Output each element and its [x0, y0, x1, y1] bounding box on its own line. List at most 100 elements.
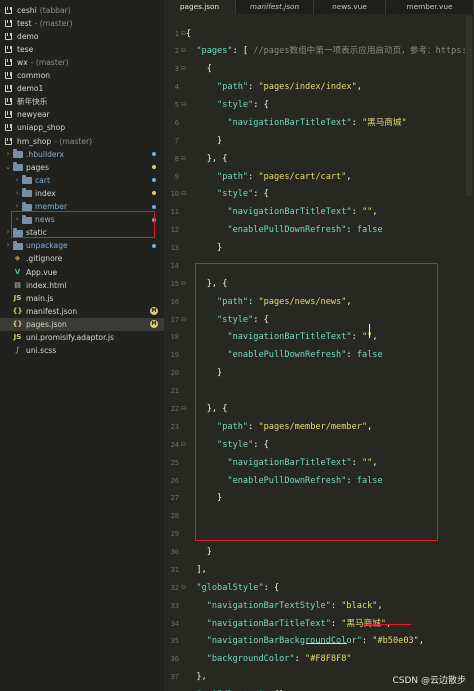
- chevron-right-icon[interactable]: ›: [6, 228, 10, 237]
- code-token: "": [361, 207, 373, 218]
- code-line[interactable]: }: [186, 239, 222, 257]
- tree-item-common[interactable]: common: [0, 69, 164, 82]
- line-number: 15: [170, 279, 179, 288]
- fold-toggle-icon[interactable]: ⊟: [181, 29, 187, 37]
- tree-item-ceshi[interactable]: ceshi(tabbar): [0, 4, 164, 17]
- code-token: "": [361, 457, 373, 468]
- tree-item-tese[interactable]: tese: [0, 43, 164, 56]
- code-line[interactable]: "navigationBarTitleText": "",: [186, 328, 377, 346]
- fold-toggle-icon[interactable]: ⊟: [181, 101, 187, 109]
- tree-item-static[interactable]: ›static: [0, 226, 164, 239]
- code-line[interactable]: "path": "pages/news/news",: [186, 293, 352, 311]
- chevron-right-icon[interactable]: ›: [6, 149, 10, 158]
- code-line[interactable]: {: [186, 60, 212, 78]
- chevron-right-icon[interactable]: ›: [15, 215, 19, 224]
- tree-item-wx[interactable]: wx- (master): [0, 56, 164, 69]
- code-line[interactable]: }: [186, 489, 222, 507]
- fold-toggle-icon[interactable]: ⊟: [181, 190, 187, 198]
- editor-scrollbar[interactable]: [466, 16, 472, 196]
- code-token: ,: [418, 636, 425, 647]
- chevron-down-icon[interactable]: ⌄: [5, 162, 11, 171]
- code-line[interactable]: "style": {: [186, 436, 269, 454]
- code-line[interactable]: "enablePullDownRefresh": false: [186, 346, 382, 364]
- tree-item-uniapp-shop[interactable]: uniapp_shop: [0, 121, 164, 134]
- tree-item-test[interactable]: test- (master): [0, 17, 164, 30]
- modified-dot-icon: [152, 165, 156, 170]
- code-token: {: [186, 28, 192, 39]
- tree-item-index-html[interactable]: ▤index.html: [0, 279, 164, 292]
- code-line[interactable]: "uniIdRouter": {}: [186, 686, 284, 691]
- code-line[interactable]: "enablePullDownRefresh": false: [186, 221, 383, 239]
- code-line[interactable]: "path": "pages/cart/cart",: [186, 168, 352, 186]
- code-line[interactable]: "navigationBarTextStyle": "black",: [186, 597, 383, 615]
- code-line[interactable]: "path": "pages/member/member",: [186, 418, 372, 436]
- chevron-right-icon[interactable]: ›: [15, 188, 19, 197]
- code-line[interactable]: }, {: [186, 275, 228, 293]
- chevron-right-icon[interactable]: ›: [6, 241, 10, 250]
- fold-toggle-icon[interactable]: ⊟: [181, 404, 187, 412]
- project-icon: [3, 43, 14, 56]
- fold-toggle-icon[interactable]: ⊟: [181, 154, 187, 162]
- code-line[interactable]: {: [186, 25, 191, 43]
- code-line[interactable]: "pages": [ //pages数组中第一项表示应用启动页，参考：https…: [186, 42, 466, 60]
- tree-item-newyear[interactable]: newyear: [0, 108, 164, 121]
- tab-manifest-json[interactable]: manifest.json: [236, 0, 314, 14]
- tree-item-uni-scss[interactable]: ∫uni.scss: [0, 344, 164, 357]
- tree-item-label: common: [17, 71, 51, 80]
- tree-item-demo[interactable]: demo: [0, 30, 164, 43]
- tree-item-unpackage[interactable]: ›unpackage: [0, 239, 164, 252]
- code-line[interactable]: }, {: [186, 400, 228, 418]
- code-line[interactable]: "style": {: [186, 311, 269, 329]
- code-line[interactable]: "navigationBarTitleText": "",: [186, 454, 377, 472]
- tree-item-demo1[interactable]: demo1: [0, 82, 164, 95]
- tree-item-gitignore[interactable]: ◆.gitignore: [0, 252, 164, 265]
- fold-toggle-icon[interactable]: ⊟: [181, 583, 187, 591]
- tree-item-index[interactable]: ›index: [0, 187, 164, 200]
- code-line[interactable]: "navigationBarTitleText": "黑马商城": [186, 114, 406, 132]
- fold-toggle-icon[interactable]: ⊟: [181, 279, 187, 287]
- code-line[interactable]: },: [186, 668, 206, 686]
- code-line[interactable]: "enablePullDownRefresh": false: [186, 472, 382, 490]
- code-line[interactable]: }: [186, 364, 222, 382]
- tree-item-cart[interactable]: ›cart: [0, 174, 164, 187]
- code-line[interactable]: "navigationBarTitleText": "",: [186, 203, 377, 221]
- tab-member-vue[interactable]: member.vue: [386, 0, 474, 14]
- code-line[interactable]: "path": "pages/index/index",: [186, 78, 362, 96]
- line-number: 7: [174, 136, 179, 145]
- code-token: :: [346, 225, 357, 236]
- tree-item-member[interactable]: ›member: [0, 200, 164, 213]
- code-line[interactable]: "style": {: [186, 96, 269, 114]
- code-line[interactable]: }, {: [186, 150, 228, 168]
- code-line[interactable]: "navigationBarBackgroundColor": "#b50e03…: [186, 632, 424, 650]
- code-line[interactable]: ],: [186, 561, 206, 579]
- fold-toggle-icon[interactable]: ⊟: [181, 440, 187, 448]
- tree-item-hbuilderx[interactable]: ›.hbuilderx: [0, 148, 164, 161]
- chevron-right-icon[interactable]: ›: [15, 175, 19, 184]
- tab-news-vue[interactable]: news.vue: [314, 0, 386, 14]
- fold-toggle-icon[interactable]: ⊟: [181, 47, 187, 55]
- code-line[interactable]: "globalStyle": {: [186, 579, 279, 597]
- tree-item-[interactable]: 新年快乐: [0, 95, 164, 108]
- code-line[interactable]: "style": {: [186, 185, 269, 203]
- tree-item-hm-shop[interactable]: hm_shop- (master): [0, 135, 164, 148]
- code-line[interactable]: }: [186, 132, 222, 150]
- code-line[interactable]: }: [186, 543, 212, 561]
- tree-item-pages[interactable]: ⌄pages: [0, 161, 164, 174]
- line-number: 34: [170, 619, 179, 628]
- fold-toggle-icon[interactable]: ⊟: [181, 315, 187, 323]
- code-token: false: [356, 225, 383, 236]
- line-number: 29: [170, 530, 179, 539]
- line-number: 17: [170, 315, 179, 324]
- chevron-right-icon[interactable]: ›: [15, 202, 19, 210]
- tab-pages-json[interactable]: pages.json: [164, 0, 236, 14]
- code-line[interactable]: "backgroundColor": "#F8F8F8": [186, 650, 352, 668]
- code-line[interactable]: "navigationBarTitleText": "黑马商城",: [186, 615, 391, 633]
- line-number: 24: [170, 440, 179, 449]
- fold-toggle-icon[interactable]: ⊟: [181, 65, 187, 73]
- folder-icon: [21, 213, 32, 226]
